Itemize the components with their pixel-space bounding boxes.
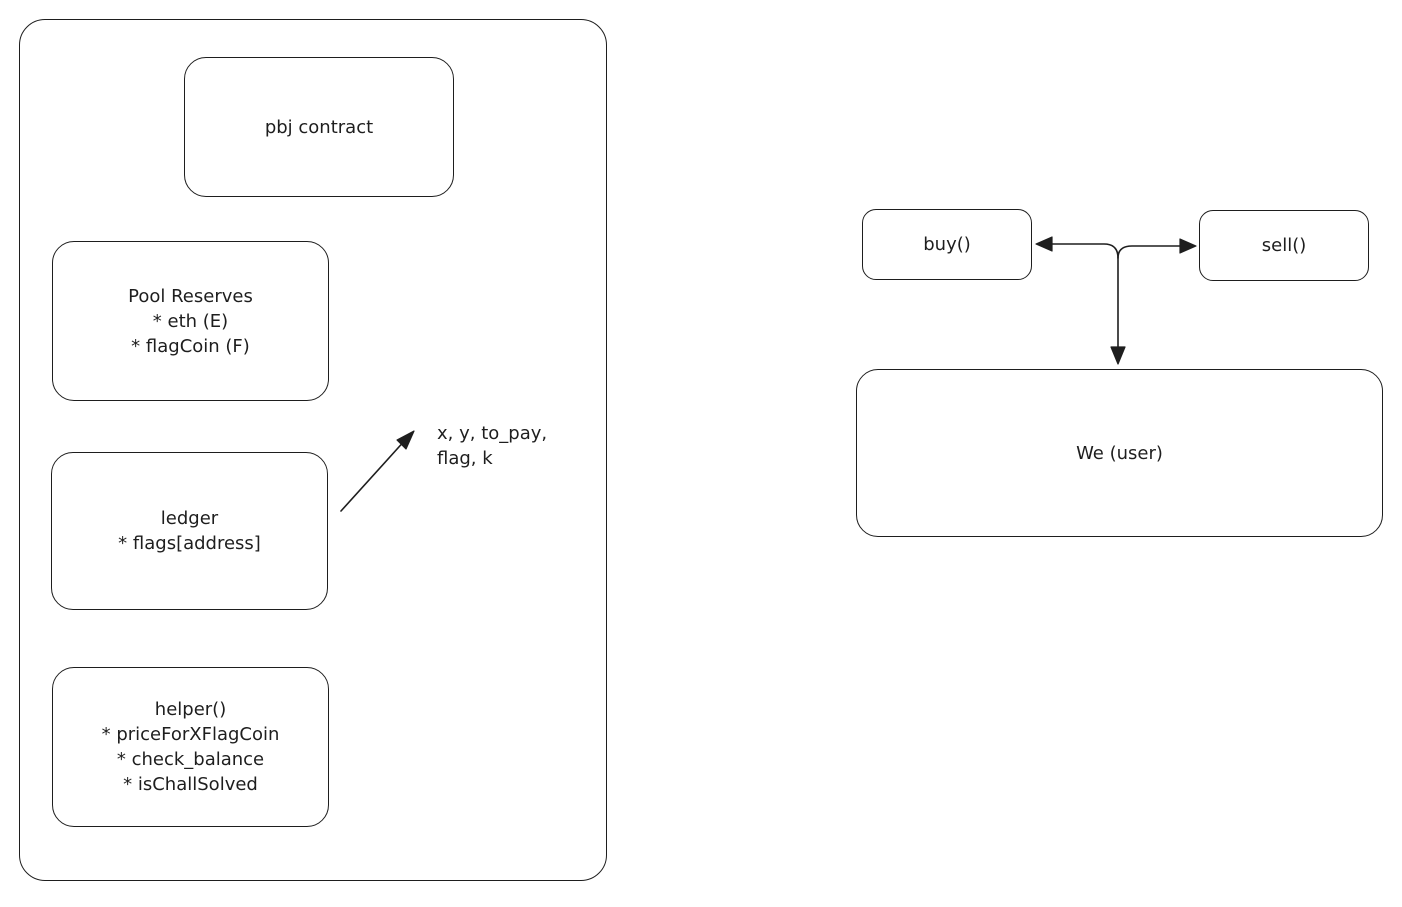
ledger-flags: * flags[address] xyxy=(118,533,261,554)
ledger-box: ledger * flags[address] xyxy=(51,452,328,610)
helper-title: helper() xyxy=(154,699,227,720)
pool-reserves-title: Pool Reserves xyxy=(128,285,253,307)
pbj-contract-box: pbj contract xyxy=(184,57,454,197)
pool-reserves-eth: * eth (E) xyxy=(152,310,229,332)
helper-price-for-x-flagcoin: * priceForXFlagCoin xyxy=(101,724,280,745)
ledger-note-line-1: x, y, to_pay, xyxy=(437,423,548,444)
pool-reserves-flagcoin: * flagCoin (F) xyxy=(131,335,250,357)
pool-reserves-box: Pool Reserves * eth (E) * flagCoin (F) xyxy=(52,241,329,401)
buy-box: buy() xyxy=(862,209,1032,280)
sell-arrow-head xyxy=(1179,238,1197,254)
buy-arrow-head xyxy=(1035,236,1053,252)
helper-is-chall-solved: * isChallSolved xyxy=(123,774,258,795)
user-buy-connector xyxy=(1049,243,1119,356)
sell-label: sell() xyxy=(1261,235,1307,256)
user-label: We (user) xyxy=(1076,442,1163,464)
pbj-contract-label: pbj contract xyxy=(264,116,374,138)
user-box: We (user) xyxy=(856,369,1383,537)
user-arrow-head xyxy=(1110,346,1126,365)
buy-label: buy() xyxy=(923,234,971,255)
contract-container xyxy=(19,19,607,881)
helper-box: helper() * priceForXFlagCoin * check_bal… xyxy=(52,667,329,827)
ledger-note-line-2: flag, k xyxy=(437,448,493,469)
ledger-note: x, y, to_pay, flag, k xyxy=(437,421,547,471)
helper-check-balance: * check_balance xyxy=(116,749,265,770)
ledger-title: ledger xyxy=(160,508,219,529)
user-sell-connector xyxy=(1117,245,1183,259)
sell-box: sell() xyxy=(1199,210,1369,281)
